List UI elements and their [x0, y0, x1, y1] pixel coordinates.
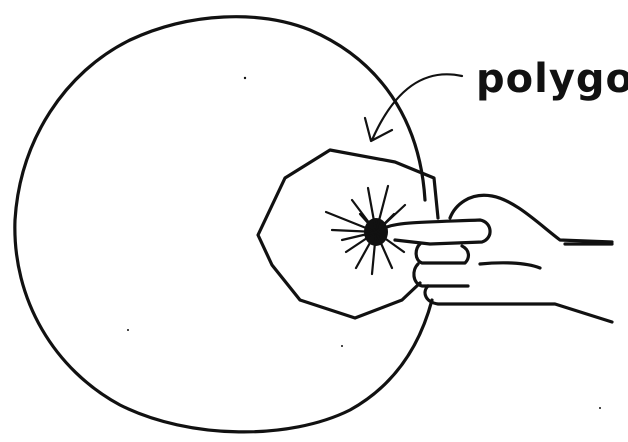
index-finger — [385, 220, 490, 244]
speck — [127, 329, 129, 331]
curled-finger-3 — [425, 286, 612, 322]
speck — [244, 77, 246, 79]
curled-finger-2 — [414, 264, 468, 286]
speck — [599, 407, 601, 409]
curled-finger-1 — [416, 244, 468, 263]
palm-edge — [480, 263, 540, 268]
polygon — [258, 150, 438, 318]
puncture-burst — [326, 186, 405, 274]
polygon-label: polygon — [476, 56, 628, 102]
pointer-arrow — [372, 74, 462, 140]
hand — [385, 195, 612, 322]
arrow-head — [365, 118, 392, 141]
speck — [341, 345, 343, 347]
